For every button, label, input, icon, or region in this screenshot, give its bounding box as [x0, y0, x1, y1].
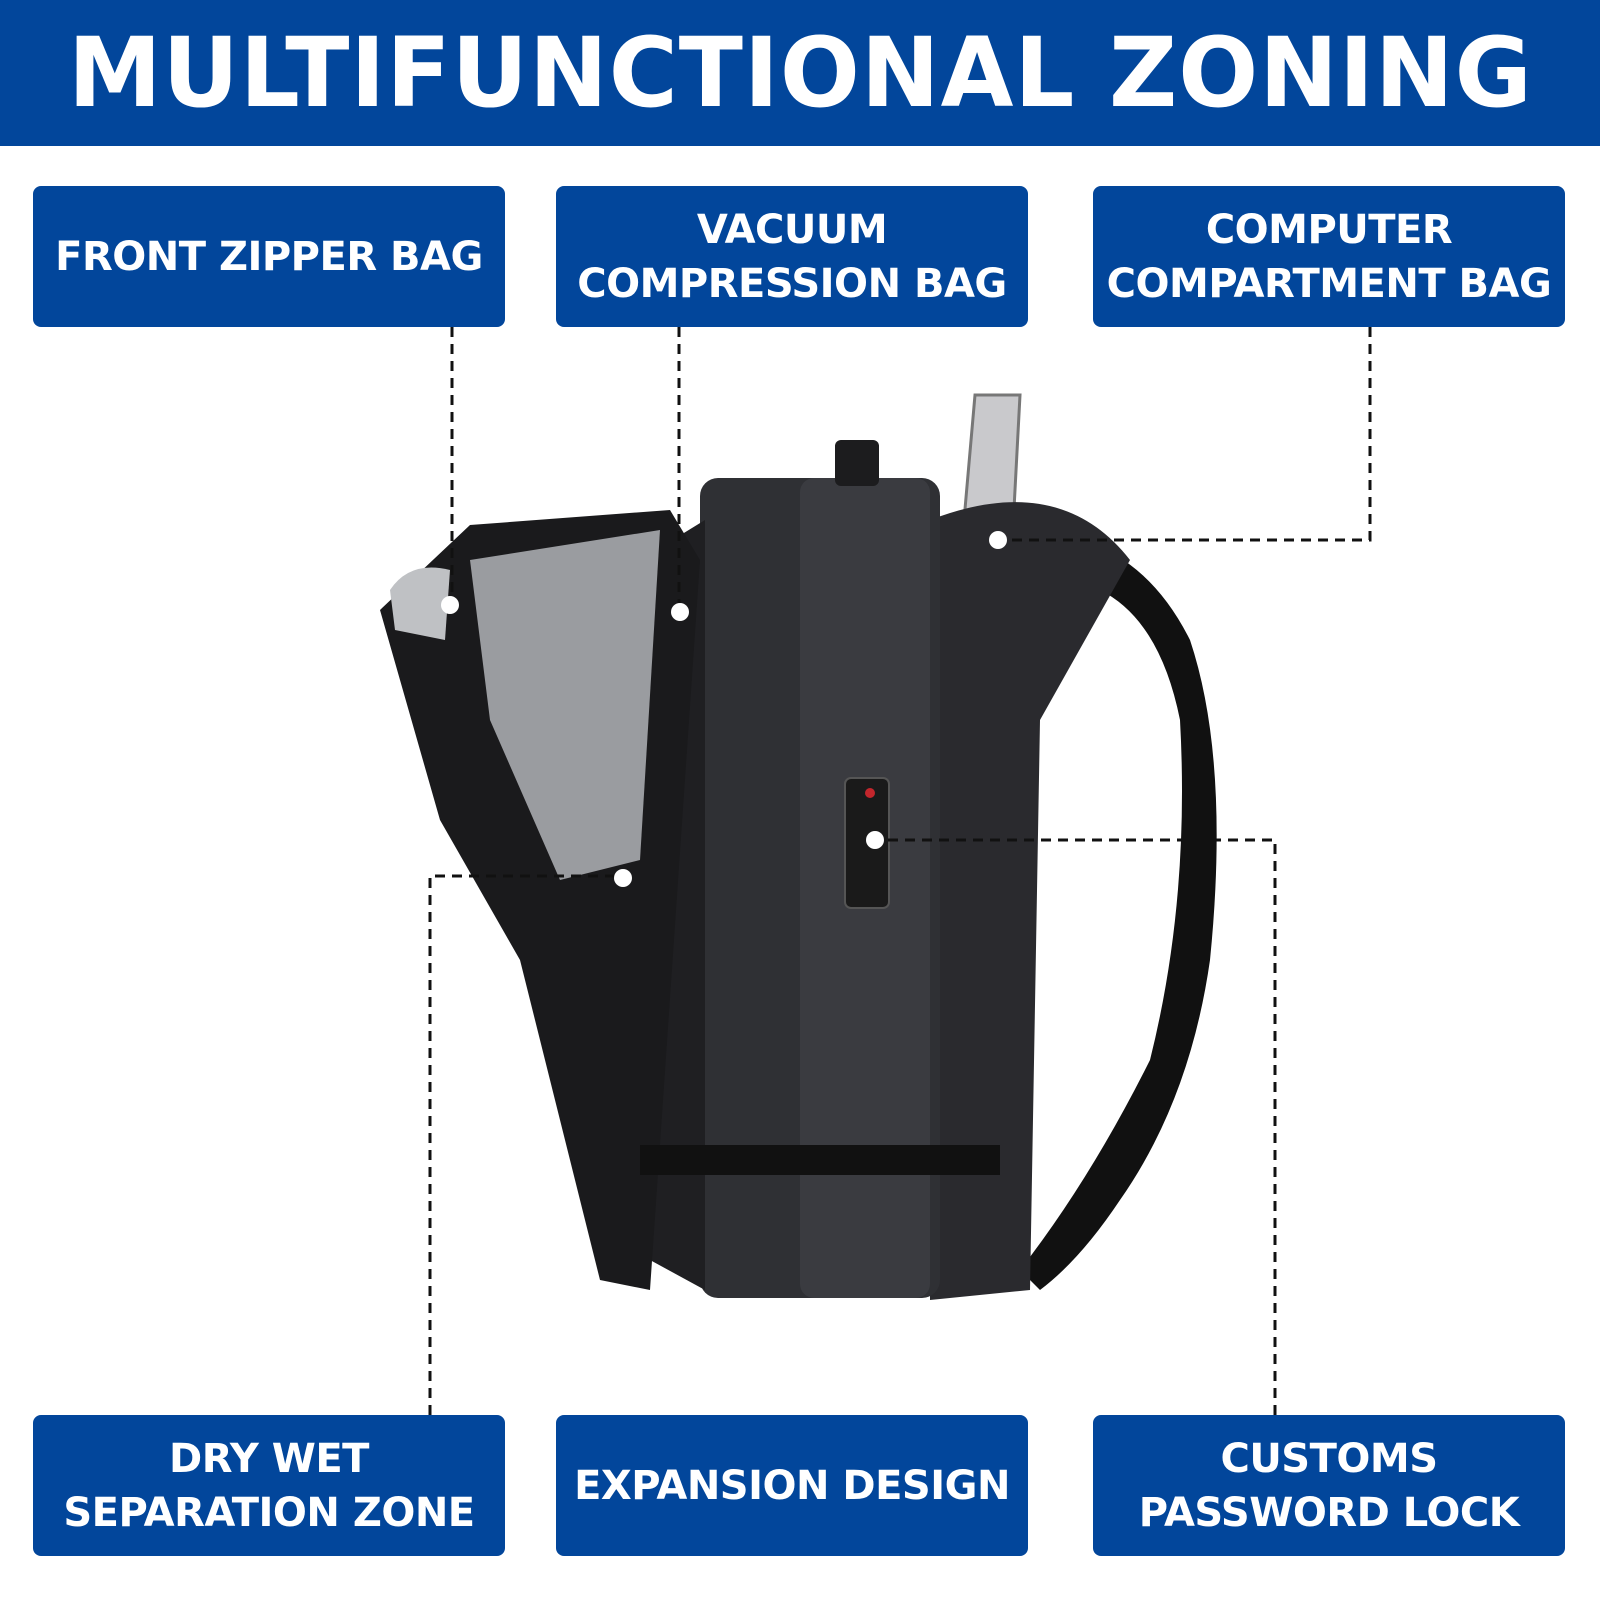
- callout-dot: [989, 531, 1007, 549]
- callout-dot: [614, 869, 632, 887]
- callout-lines: [428, 327, 1372, 1415]
- label-vacuum-compression-bag: VACUUM COMPRESSION BAG: [556, 186, 1028, 327]
- callout-dot: [866, 831, 884, 849]
- callout-line-computer: [998, 327, 1372, 542]
- page-title: MULTIFUNCTIONAL ZONING: [67, 17, 1533, 129]
- label-computer-compartment-bag: COMPUTER COMPARTMENT BAG: [1093, 186, 1565, 327]
- label-customs-password-lock: CUSTOMS PASSWORD LOCK: [1093, 1415, 1565, 1556]
- title-banner: MULTIFUNCTIONAL ZONING: [0, 0, 1600, 146]
- label-expansion-design: EXPANSION DESIGN: [556, 1415, 1028, 1556]
- callout-line-dry-wet: [428, 874, 623, 1415]
- label-front-zipper-bag: FRONT ZIPPER BAG: [33, 186, 505, 327]
- label-dry-wet-separation-zone: DRY WET SEPARATION ZONE: [33, 1415, 505, 1556]
- callout-dot: [671, 603, 689, 621]
- backpack-image: [380, 393, 1217, 1301]
- callout-line-lock: [875, 838, 1277, 1415]
- callout-dot: [441, 596, 459, 614]
- callout-dots: [441, 531, 1007, 887]
